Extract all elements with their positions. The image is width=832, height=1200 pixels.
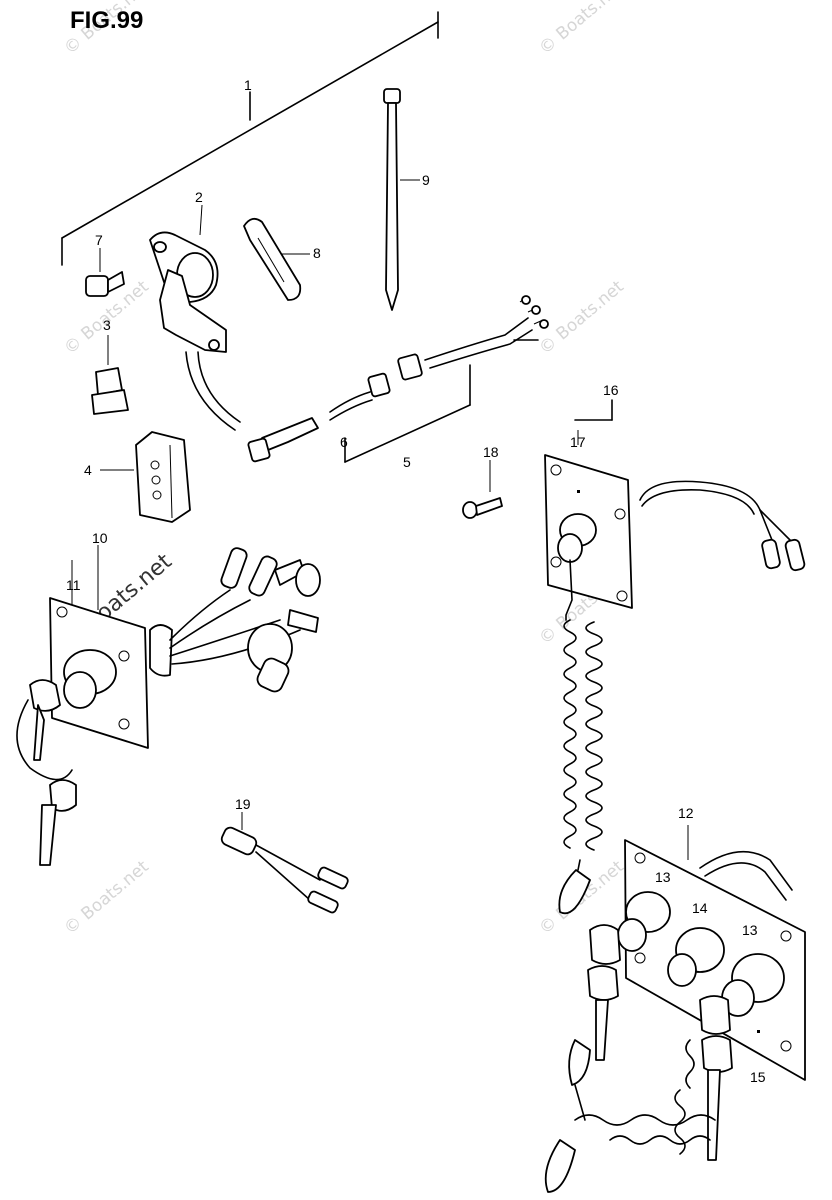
callout-4: 4 xyxy=(84,462,92,478)
callout-8: 8 xyxy=(313,245,321,261)
callout-3: 3 xyxy=(103,317,111,333)
bracket-group-1 xyxy=(61,11,439,266)
figure-title: FIG.99 xyxy=(70,7,143,34)
part-7-bolt xyxy=(85,248,125,297)
part-3-clip xyxy=(91,335,129,415)
callout-5: 5 xyxy=(403,454,411,470)
part-19-lead-wire xyxy=(220,812,349,914)
part-9-cable-tie xyxy=(383,88,420,311)
part-5-6-harness xyxy=(247,295,549,463)
callout-15: 15 xyxy=(750,1069,766,1085)
callout-2: 2 xyxy=(195,189,203,205)
part-16-stop-switch xyxy=(544,399,806,915)
callout-10: 10 xyxy=(92,530,108,546)
part-2-switch xyxy=(149,204,241,431)
callout-19: 19 xyxy=(235,796,251,812)
part-8-sleeve xyxy=(243,217,310,301)
part-18-screw xyxy=(462,460,503,519)
callout-7: 7 xyxy=(95,232,103,248)
callout-1: 1 xyxy=(244,77,252,93)
callout-12: 12 xyxy=(678,805,694,821)
part-10-11-key-switch xyxy=(16,545,321,866)
callout-14: 14 xyxy=(692,900,708,916)
callout-17: 17 xyxy=(570,434,586,450)
callout-13: 13 xyxy=(655,869,671,885)
callout-13: 13 xyxy=(742,922,758,938)
part-4-connector-block xyxy=(100,431,191,523)
watermark: © Boats.net xyxy=(535,0,628,59)
callout-9: 9 xyxy=(422,172,430,188)
callout-18: 18 xyxy=(483,444,499,460)
callout-11: 11 xyxy=(66,577,81,593)
part-12-15-dual-switch xyxy=(544,825,806,1193)
callout-numbers: 1 2 3 4 5 6 7 8 9 10 11 12 13 13 14 15 1… xyxy=(66,77,766,1085)
callout-6: 6 xyxy=(340,434,348,450)
watermark: © Boats.net xyxy=(535,277,628,359)
watermark: © Boats.net xyxy=(60,857,153,939)
callout-16: 16 xyxy=(603,382,619,398)
